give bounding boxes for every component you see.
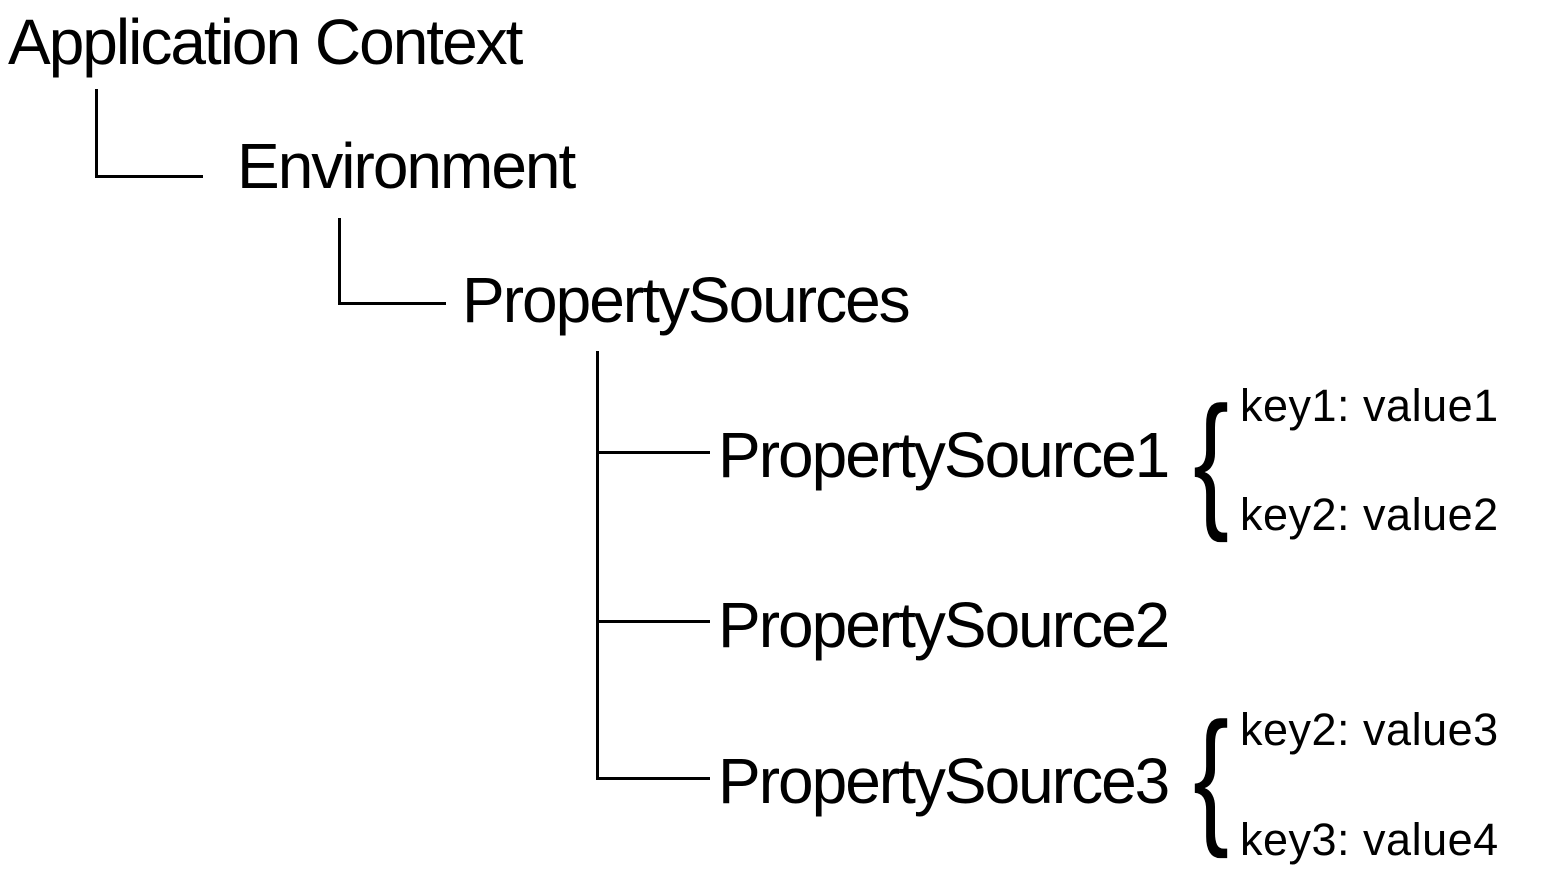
entry-property-source-3-key2: key2: value3 xyxy=(1240,704,1499,755)
node-environment: Environment xyxy=(237,130,576,202)
connector-branch-propertysource1 xyxy=(596,451,710,454)
node-property-source-2: PropertySource2 xyxy=(718,589,1170,661)
connector-propertysources-trunk-vertical xyxy=(596,351,599,780)
node-property-source-3: PropertySource3 xyxy=(718,745,1170,817)
entry-property-source-1-key2: key2: value2 xyxy=(1240,489,1499,540)
connector-appcontext-environment-horizontal xyxy=(95,175,203,178)
entry-property-source-1-key1: key1: value1 xyxy=(1240,380,1499,431)
connector-environment-propertysources-vertical xyxy=(338,218,341,305)
connector-appcontext-environment-vertical xyxy=(95,89,98,178)
node-application-context: Application Context xyxy=(8,6,523,78)
connector-environment-propertysources-horizontal xyxy=(338,302,446,305)
brace-property-source-1: { xyxy=(1193,375,1230,543)
brace-property-source-3: { xyxy=(1193,691,1230,859)
connector-branch-propertysource3 xyxy=(596,777,710,780)
connector-branch-propertysource2 xyxy=(596,620,710,623)
node-property-source-1: PropertySource1 xyxy=(718,419,1170,491)
entry-property-source-3-key3: key3: value4 xyxy=(1240,814,1499,865)
node-property-sources: PropertySources xyxy=(462,264,911,336)
